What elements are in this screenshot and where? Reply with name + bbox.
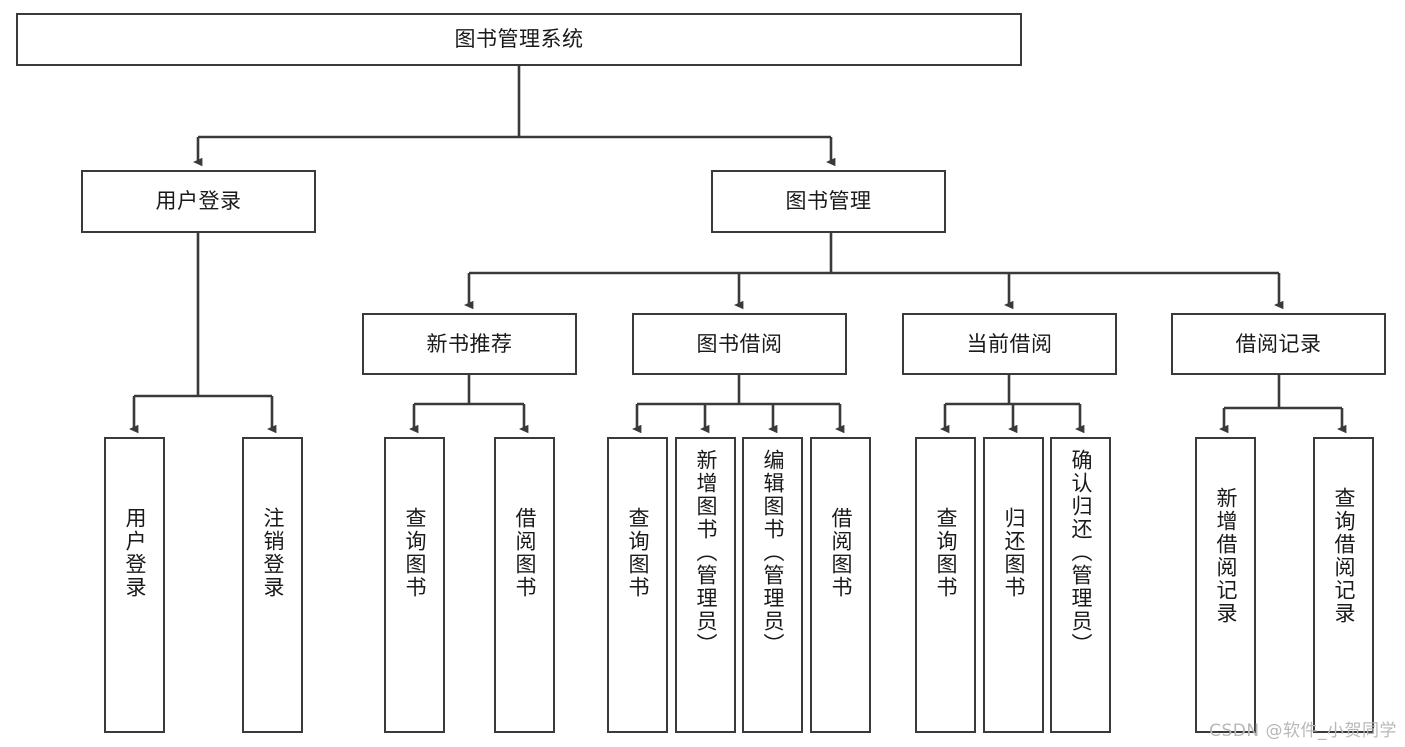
node-leaf-query-books-new[interactable]: 查询图书 bbox=[384, 437, 445, 733]
node-label: 借阅图书 bbox=[828, 507, 853, 599]
node-book-management[interactable]: 图书管理 bbox=[711, 170, 946, 233]
node-label: 注销登录 bbox=[260, 507, 285, 599]
node-label: 图书管理系统 bbox=[454, 27, 584, 52]
node-label: 查询图书 bbox=[625, 507, 650, 599]
node-label: 借阅记录 bbox=[1235, 331, 1322, 356]
node-label: 图书借阅 bbox=[696, 331, 783, 356]
node-label: 确认归还（管理员） bbox=[1068, 449, 1093, 656]
node-leaf-query-books-borrow[interactable]: 查询图书 bbox=[607, 437, 668, 733]
node-leaf-logout[interactable]: 注销登录 bbox=[242, 437, 303, 733]
node-label: 借阅图书 bbox=[512, 507, 537, 599]
node-leaf-query-borrow-record[interactable]: 查询借阅记录 bbox=[1313, 437, 1374, 733]
node-book-borrowing[interactable]: 图书借阅 bbox=[632, 313, 847, 375]
node-label: 图书管理 bbox=[785, 189, 872, 214]
node-user-login[interactable]: 用户登录 bbox=[81, 170, 316, 233]
node-label: 查询借阅记录 bbox=[1331, 487, 1356, 625]
node-leaf-add-book-admin[interactable]: 新增图书（管理员） bbox=[675, 437, 736, 733]
node-leaf-add-borrow-record[interactable]: 新增借阅记录 bbox=[1195, 437, 1256, 733]
node-label: 新增图书（管理员） bbox=[693, 449, 718, 656]
node-leaf-return-books[interactable]: 归还图书 bbox=[983, 437, 1044, 733]
node-current-borrowing[interactable]: 当前借阅 bbox=[902, 313, 1117, 375]
node-label: 用户登录 bbox=[155, 189, 242, 214]
node-leaf-confirm-return-admin[interactable]: 确认归还（管理员） bbox=[1050, 437, 1111, 733]
node-label: 新书推荐 bbox=[426, 331, 513, 356]
node-label: 用户登录 bbox=[122, 507, 147, 599]
node-root-book-management-system[interactable]: 图书管理系统 bbox=[16, 13, 1022, 66]
node-label: 查询图书 bbox=[402, 507, 427, 599]
node-label: 新增借阅记录 bbox=[1213, 487, 1238, 625]
node-borrow-records[interactable]: 借阅记录 bbox=[1171, 313, 1386, 375]
node-label: 编辑图书（管理员） bbox=[760, 449, 785, 656]
node-new-book-recommendation[interactable]: 新书推荐 bbox=[362, 313, 577, 375]
node-label: 当前借阅 bbox=[966, 331, 1053, 356]
node-leaf-borrow-books-new[interactable]: 借阅图书 bbox=[494, 437, 555, 733]
node-label: 查询图书 bbox=[933, 507, 958, 599]
node-leaf-user-login[interactable]: 用户登录 bbox=[104, 437, 165, 733]
node-label: 归还图书 bbox=[1001, 507, 1026, 599]
node-leaf-borrow-books[interactable]: 借阅图书 bbox=[810, 437, 871, 733]
node-leaf-query-books-current[interactable]: 查询图书 bbox=[915, 437, 976, 733]
watermark-text: CSDN @软件_小贺同学 bbox=[1209, 721, 1397, 741]
node-leaf-edit-book-admin[interactable]: 编辑图书（管理员） bbox=[742, 437, 803, 733]
